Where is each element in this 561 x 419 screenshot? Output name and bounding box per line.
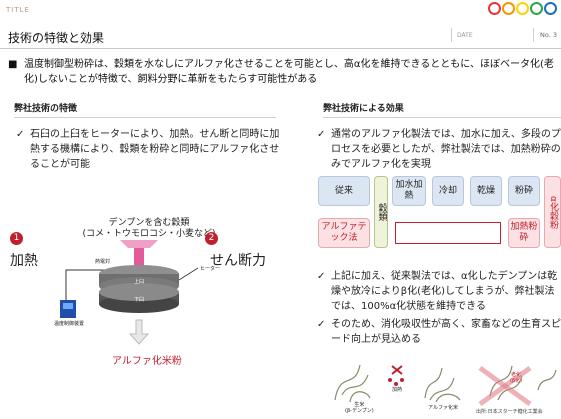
controller-display (63, 303, 73, 309)
alpha-rice-label: アルファ化米 (428, 405, 458, 411)
controller-label: 温度制御装置 (54, 321, 85, 327)
logo-ring-red (488, 2, 501, 15)
step-number-badge: 1 (10, 232, 23, 245)
output-label: アルファ化米粉 (112, 356, 182, 367)
left-bullet-text: 石臼の上臼をヒーターにより、加熱。せん断と同時に加熱する機構により、穀類を粉砕と… (30, 129, 280, 170)
input-grain-label: デンプンを含む穀類 (コメ・トウモロコシ・小麦など) (82, 218, 216, 239)
thermocouple-wire (65, 269, 120, 312)
summary-text: 温度制御型粉砕は、穀類を水なしにアルファ化させることを可能とし、高α化を維持でき… (24, 59, 554, 85)
divider (451, 28, 452, 42)
heat-dot (400, 378, 404, 382)
lower-stone-label: 下臼 (134, 297, 145, 303)
title-tag: TITLE (6, 6, 30, 14)
alpha-flour-result: α化穀粉 (544, 176, 561, 248)
heating-label: 加熱 (10, 253, 38, 269)
upper-stone-label: 上臼 (134, 279, 145, 285)
raw-rice-label: 生米 (β-デンプン) (345, 402, 374, 414)
right-section-title: 弊社技術による効果 (323, 104, 404, 114)
date-label: DATE (457, 32, 473, 39)
right-bullet-1-text: 通常のアルファ化製法では、加水に加え、多段のプロセスを必要としたが、弊社製法では… (331, 129, 561, 170)
heat-dot (394, 382, 398, 386)
conventional-label: 従来 (318, 176, 370, 206)
starch-illustration (334, 364, 557, 407)
grinder-illustration (60, 240, 199, 345)
cross-mark-icon (478, 365, 532, 407)
heater-label: ヒーター (200, 266, 221, 272)
summary: ■ 温度制御型粉砕は、穀類を水なしにアルファ化させることを可能とし、高α化を維持… (8, 57, 556, 87)
logo-ring-blue (544, 2, 557, 15)
right-bullet-3: ✓ そのため、消化吸収性が高く、家畜などの生育スピード向上が見込める (317, 317, 561, 347)
alphatech-skip-bar (395, 222, 501, 244)
page-title: 技術の特徴と効果 (8, 31, 105, 45)
right-bullet-2-text: 上記に加え、従来製法では、α化したデンプンは乾燥や放冷によりβ化(老化)してしま… (331, 271, 558, 312)
flow-step: 加水加熱 (392, 176, 426, 206)
heat-dot (388, 378, 392, 382)
logo-ring-green (530, 2, 543, 15)
company-logo (488, 2, 557, 15)
starch-molecule (537, 369, 557, 391)
logo-ring-yellow (516, 2, 529, 15)
source-note: 出所:日本スターチ糖化工業会 (476, 409, 543, 415)
raw-starch-molecule (334, 364, 371, 403)
flow-step: 冷却 (432, 176, 464, 206)
check-icon: ✓ (317, 271, 326, 282)
right-bullet-2: ✓ 上記に加え、従来製法では、α化したデンプンは乾燥や放冷によりβ化(老化)して… (317, 269, 561, 314)
left-bullet: ✓ 石臼の上臼をヒーターにより、加熱。せん断と同時に加熱する機構により、穀類を粉… (16, 127, 282, 172)
hopper (120, 240, 158, 248)
shear-force-label: せん断力 (210, 253, 266, 269)
grain-box: 穀類 (374, 176, 388, 248)
left-section-title: 弊社技術の特徴 (14, 104, 78, 114)
lower-stone-top (99, 283, 179, 301)
wire-label: 熱電対 (95, 259, 111, 265)
alphatech-label: アルファテック法 (318, 218, 370, 248)
section-divider (323, 117, 561, 118)
right-bullet-1: ✓ 通常のアルファ化製法では、加水に加え、多段のプロセスを必要としたが、弊社製法… (317, 127, 561, 172)
check-icon: ✓ (317, 129, 326, 140)
header-bar (0, 22, 561, 49)
flow-step: 乾燥 (470, 176, 502, 206)
retrogradation-label: 老化 (β化) (510, 372, 523, 384)
output-arrow-icon (128, 319, 150, 345)
divider (533, 28, 534, 42)
check-icon: ✓ (317, 319, 326, 330)
page-number: No. 3 (540, 31, 557, 39)
check-icon: ✓ (16, 129, 25, 140)
flow-step: 粉砕 (508, 176, 540, 206)
heater-leader-line (178, 267, 199, 281)
heat-grind-step: 加熱粉砕 (508, 218, 540, 248)
hopper-tube (134, 242, 144, 268)
heat-label: 加熱 (392, 387, 403, 393)
logo-ring-orange (502, 2, 515, 15)
section-divider (14, 117, 276, 118)
right-bullet-3-text: そのため、消化吸収性が高く、家畜などの生育スピード向上が見込める (331, 319, 561, 345)
alpha-starch-molecule (424, 367, 461, 403)
step-number-badge: 2 (205, 232, 218, 245)
square-bullet-icon: ■ (8, 59, 18, 70)
cross-mark-icon (391, 365, 403, 375)
